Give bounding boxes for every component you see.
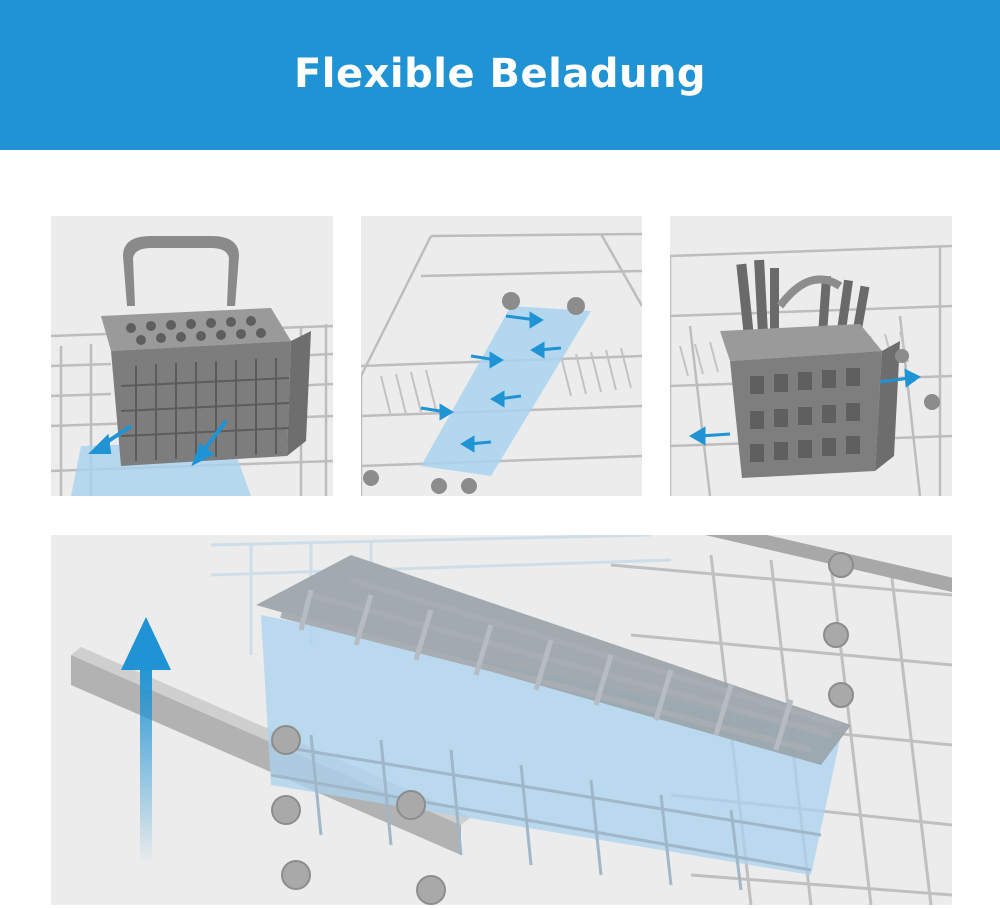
image-cutlery-basket-rack <box>51 216 333 496</box>
cutlery-basket-illustration <box>51 216 333 496</box>
third-rack-illustration <box>51 535 952 905</box>
up-arrow-icon <box>121 617 171 865</box>
cutlery-filled-illustration <box>670 216 952 496</box>
image-cutlery-basket-filled <box>670 216 952 496</box>
page-title: Flexible Beladung <box>293 51 707 97</box>
header-banner: Flexible Beladung <box>0 0 1000 150</box>
rack-guides-illustration <box>361 216 642 496</box>
image-third-rack-height <box>51 535 952 905</box>
image-rack-guides <box>361 216 642 496</box>
